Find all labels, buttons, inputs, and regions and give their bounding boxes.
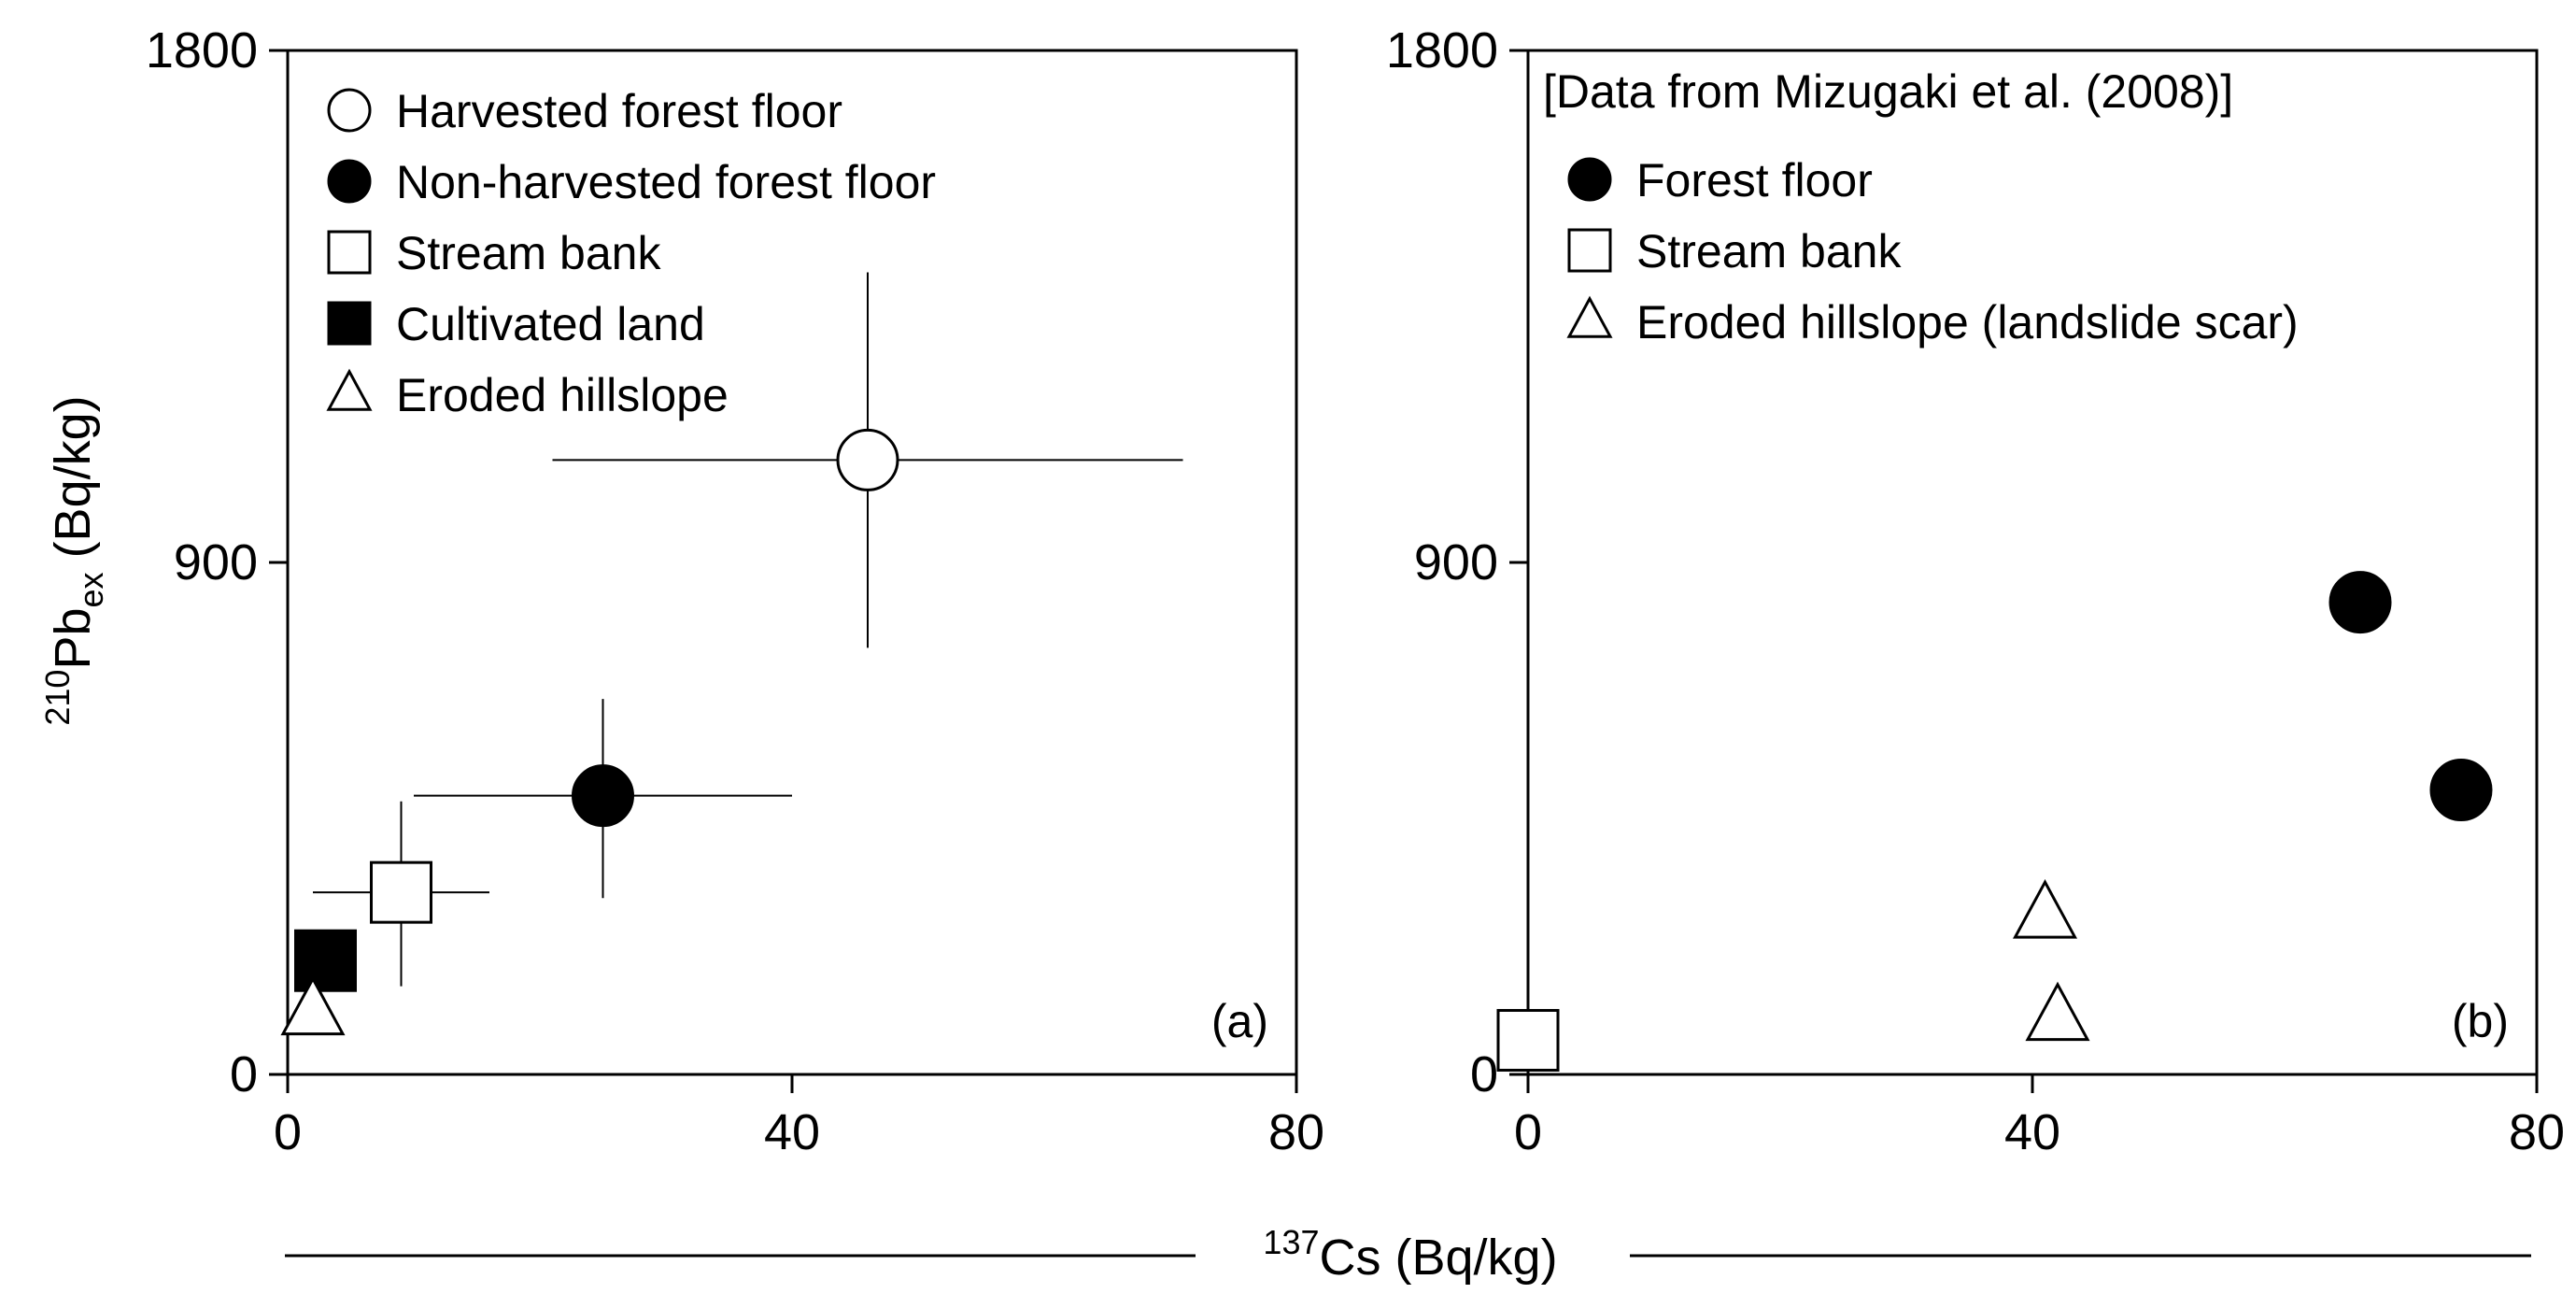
panel-a-point-3-0 <box>294 929 357 992</box>
panel-a-point-1-0 <box>572 764 634 828</box>
panel-a-marks <box>280 428 899 1036</box>
panel-a-ytick-label-1: 900 <box>174 534 258 590</box>
panel-b-note: [Data from Mizugaki et al. (2008)] <box>1543 65 2233 118</box>
panel-b-point-2-1 <box>2025 981 2090 1042</box>
panel-b-legend-label-2: Eroded hillslope (landslide scar) <box>1636 296 2299 348</box>
panel-b-ytick-label-0: 0 <box>1470 1046 1498 1102</box>
y-axis-label: 210Pbex (Bq/kg) <box>38 395 110 725</box>
panel-b-legend-marker-1 <box>1567 228 1612 273</box>
panel-a-ytick-label-2: 1800 <box>146 22 258 78</box>
panel-b-xtick-label-1: 40 <box>2004 1104 2060 1160</box>
panel-b-legend-label-0: Forest floor <box>1636 154 1873 206</box>
panel-a-xtick-label-0: 0 <box>274 1104 302 1160</box>
panel-b-point-0-0 <box>2328 571 2392 634</box>
panel-b-point-0-1 <box>2429 759 2493 822</box>
panel-a-point-4-0 <box>280 975 346 1036</box>
panel-a-legend-marker-2 <box>327 230 372 275</box>
panel-b-ytick-label-2: 1800 <box>1386 22 1498 78</box>
panel-a-label: (a) <box>1211 995 1268 1047</box>
panel-a-ticks: 0 40 80 0 900 1800 <box>146 22 1324 1160</box>
panel-b-xtick-label-2: 80 <box>2509 1104 2565 1160</box>
panel-b-point-1-0 <box>1496 1008 1560 1072</box>
panel-b-legend-marker-0 <box>1567 157 1612 202</box>
panel-b-ticks: 0 40 80 0 900 1800 <box>1386 22 2565 1160</box>
panel-a-legend-label-2: Stream bank <box>396 227 661 279</box>
x-axis-label: 137Cs (Bq/kg) <box>1263 1223 1557 1286</box>
x-axis-label-sup: 137 <box>1263 1223 1319 1261</box>
panel-b-ytick-label-1: 900 <box>1414 534 1498 590</box>
y-axis-label-unit: (Bq/kg) <box>45 395 101 572</box>
panel-a-legend-label-3: Cultivated land <box>396 298 705 350</box>
panel-a-legend-marker-3 <box>327 301 372 346</box>
y-axis-label-sub: ex <box>72 572 110 607</box>
panel-a-legend-label-1: Non-harvested forest floor <box>396 156 936 208</box>
panel-a-xtick-label-1: 40 <box>764 1104 820 1160</box>
panel-a-point-2-0 <box>370 860 432 924</box>
x-axis-label-main: Cs (Bq/kg) <box>1320 1230 1558 1286</box>
panel-b-xtick-label-0: 0 <box>1514 1104 1542 1160</box>
panel-a-legend-marker-4 <box>326 368 373 411</box>
panel-b-marks <box>1496 571 2493 1072</box>
panel-b-legend-marker-2 <box>1566 295 1613 338</box>
panel-a-ytick-label-0: 0 <box>230 1046 258 1102</box>
y-axis-label-main: Pb <box>45 607 101 669</box>
panel-a-legend-marker-1 <box>327 159 372 204</box>
panel-a-legend-label-0: Harvested forest floor <box>396 85 842 137</box>
panel-a-point-0-0 <box>836 428 899 491</box>
panel-a-legend-label-4: Eroded hillslope <box>396 369 729 421</box>
panel-b-label: (b) <box>2452 995 2509 1047</box>
panel-b-legend-label-1: Stream bank <box>1636 225 1902 277</box>
panel-b-point-2-0 <box>2012 879 2078 939</box>
y-axis-label-sup: 210 <box>38 670 77 726</box>
panel-a: 0 40 80 0 900 1800 Harvested forest floorNon-… <box>146 22 1324 1160</box>
panel-a-legend-marker-0 <box>327 88 372 133</box>
panel-a-xtick-label-2: 80 <box>1268 1104 1324 1160</box>
